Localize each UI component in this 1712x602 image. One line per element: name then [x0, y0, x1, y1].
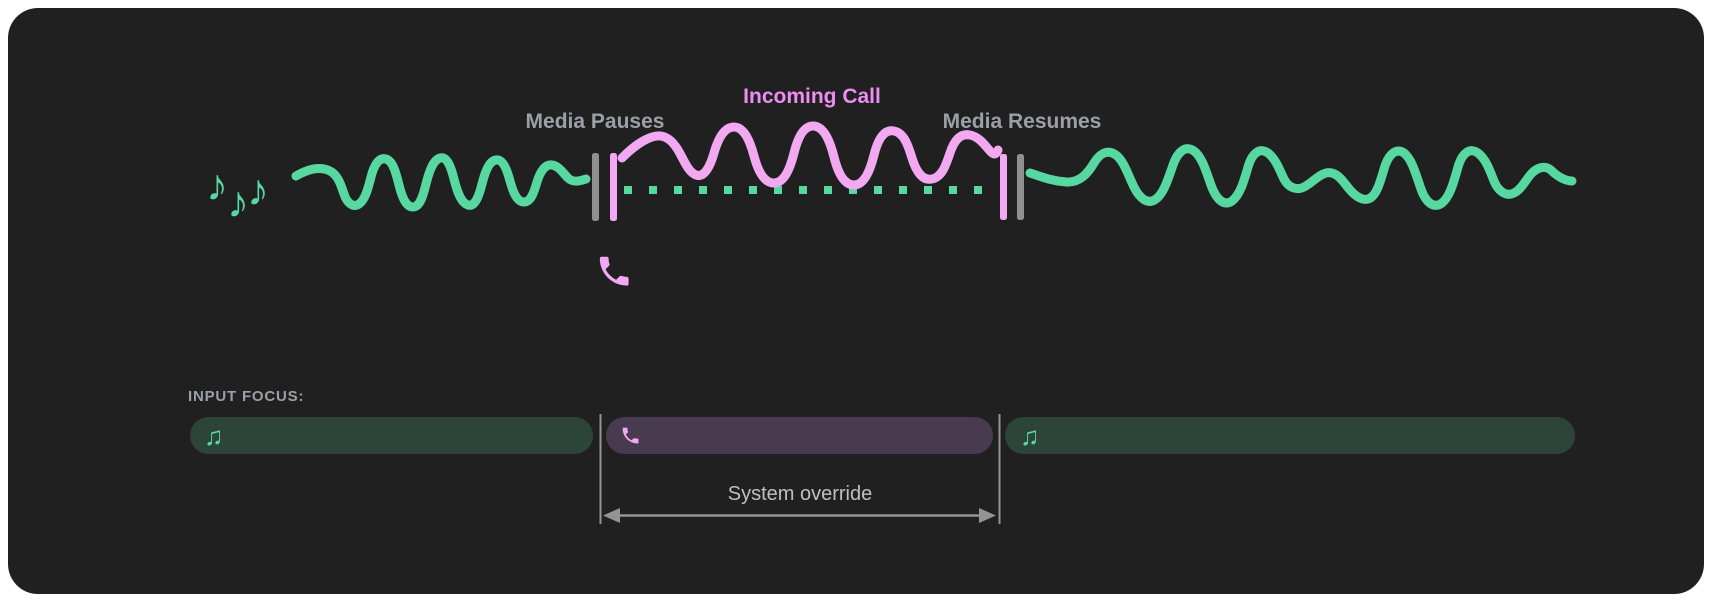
- music-notes-icon: ♪ ♪ ♪: [206, 161, 269, 227]
- arrowhead-left: [603, 508, 620, 523]
- timeline-section: Media Pauses Incoming Call Media Resumes…: [206, 85, 1577, 286]
- media-pauses-label: Media Pauses: [526, 110, 665, 133]
- svg-text:♪: ♪: [206, 161, 228, 210]
- input-focus-section: INPUT FOCUS: ♫ ♫ System override: [188, 388, 1575, 524]
- input-focus-heading: INPUT FOCUS:: [188, 388, 304, 405]
- diagram-card: [8, 8, 1704, 594]
- system-override-label: System override: [728, 483, 873, 505]
- incoming-call-waveform: [617, 121, 1003, 190]
- resume-gate-pink-bar: [1000, 154, 1007, 220]
- music-notes-icon: ♫: [204, 421, 224, 451]
- focus-segment-media-before-call: ♫: [190, 417, 593, 454]
- focus-segment-incoming-call: [606, 417, 993, 454]
- pause-gate-gray-bar: [592, 153, 599, 221]
- system-override-span-arrow: [603, 508, 996, 523]
- media-waveform-after: [1025, 144, 1577, 210]
- focus-segment-media-after-call: ♫: [1005, 417, 1575, 454]
- pause-gate-pink-bar: [610, 153, 617, 221]
- arrowhead-right: [979, 508, 996, 523]
- media-resumes-label: Media Resumes: [943, 110, 1102, 133]
- incoming-call-label: Incoming Call: [743, 85, 881, 108]
- svg-text:♪: ♪: [227, 178, 249, 227]
- svg-text:♪: ♪: [247, 166, 269, 215]
- media-waveform-before: [291, 153, 591, 212]
- music-notes-icon: ♫: [1020, 421, 1040, 451]
- resume-gate-gray-bar: [1017, 154, 1024, 220]
- phone-icon: [599, 256, 629, 286]
